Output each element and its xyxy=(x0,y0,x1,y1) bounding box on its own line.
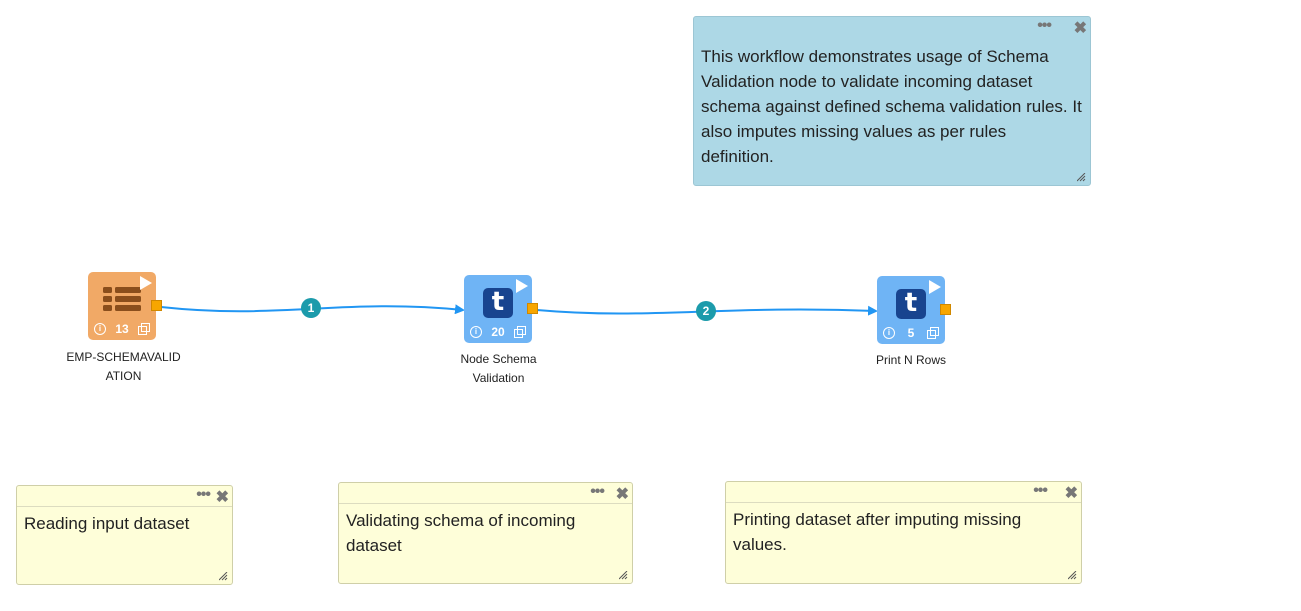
copy-icon[interactable] xyxy=(927,327,939,339)
output-port[interactable] xyxy=(527,303,538,314)
info-icon[interactable]: i xyxy=(470,326,482,338)
ellipsis-icon[interactable]: ••• xyxy=(1033,482,1048,499)
note-text[interactable]: This workflow demonstrates usage of Sche… xyxy=(701,47,1082,166)
note-text[interactable]: Reading input dataset xyxy=(24,514,190,533)
output-port[interactable] xyxy=(940,304,951,315)
close-icon[interactable]: ✖ xyxy=(215,489,229,506)
node-label-emp-schemavalidation: EMP-SCHEMAVALIDATION xyxy=(66,350,181,383)
edge-badge-1[interactable]: 1 xyxy=(301,298,321,318)
resize-grip-icon[interactable] xyxy=(1068,571,1077,580)
note-printing-dataset[interactable]: ••• ✖ Printing dataset after imputing mi… xyxy=(725,481,1082,584)
copy-icon[interactable] xyxy=(137,323,150,335)
edge-badge-2[interactable]: 2 xyxy=(696,301,716,321)
edge-2[interactable] xyxy=(536,305,878,316)
node-label-schema-validation: Node Schema Validation xyxy=(460,352,537,385)
run-icon[interactable] xyxy=(140,276,152,290)
dataset-table-icon xyxy=(103,287,141,311)
note-text[interactable]: Printing dataset after imputing missing … xyxy=(733,510,1022,554)
resize-grip-icon[interactable] xyxy=(1077,173,1086,182)
close-icon[interactable]: ✖ xyxy=(1073,20,1087,37)
t-logo-icon: t xyxy=(483,288,513,318)
note-reading-input[interactable]: ••• ✖ Reading input dataset xyxy=(16,485,233,585)
node-print-n-rows[interactable]: t i 5 xyxy=(877,276,951,344)
node-count: 20 xyxy=(491,325,505,339)
output-port[interactable] xyxy=(151,300,162,311)
node-count: 13 xyxy=(115,322,129,336)
close-icon[interactable]: ✖ xyxy=(1064,485,1078,502)
workflow-description-note[interactable]: ••• ✖ This workflow demonstrates usage o… xyxy=(693,16,1091,186)
copy-icon[interactable] xyxy=(513,326,526,338)
resize-grip-icon[interactable] xyxy=(619,571,628,580)
close-icon[interactable]: ✖ xyxy=(615,486,629,503)
run-icon[interactable] xyxy=(929,280,941,294)
ellipsis-icon[interactable]: ••• xyxy=(1037,17,1052,34)
info-icon[interactable]: i xyxy=(883,327,895,339)
info-icon[interactable]: i xyxy=(94,323,106,335)
node-label-print-n-rows: Print N Rows xyxy=(875,353,946,367)
ellipsis-icon[interactable]: ••• xyxy=(590,483,605,500)
node-count: 5 xyxy=(907,326,915,340)
resize-grip-icon[interactable] xyxy=(219,572,228,581)
note-text[interactable]: Validating schema of incoming dataset xyxy=(346,511,576,555)
run-icon[interactable] xyxy=(516,279,528,293)
ellipsis-icon[interactable]: ••• xyxy=(196,486,211,503)
note-validating-schema[interactable]: ••• ✖ Validating schema of incoming data… xyxy=(338,482,633,584)
t-logo-icon: t xyxy=(896,289,926,319)
node-emp-schemavalidation[interactable]: i 13 xyxy=(88,272,162,340)
node-schema-validation[interactable]: t i 20 xyxy=(464,275,538,343)
